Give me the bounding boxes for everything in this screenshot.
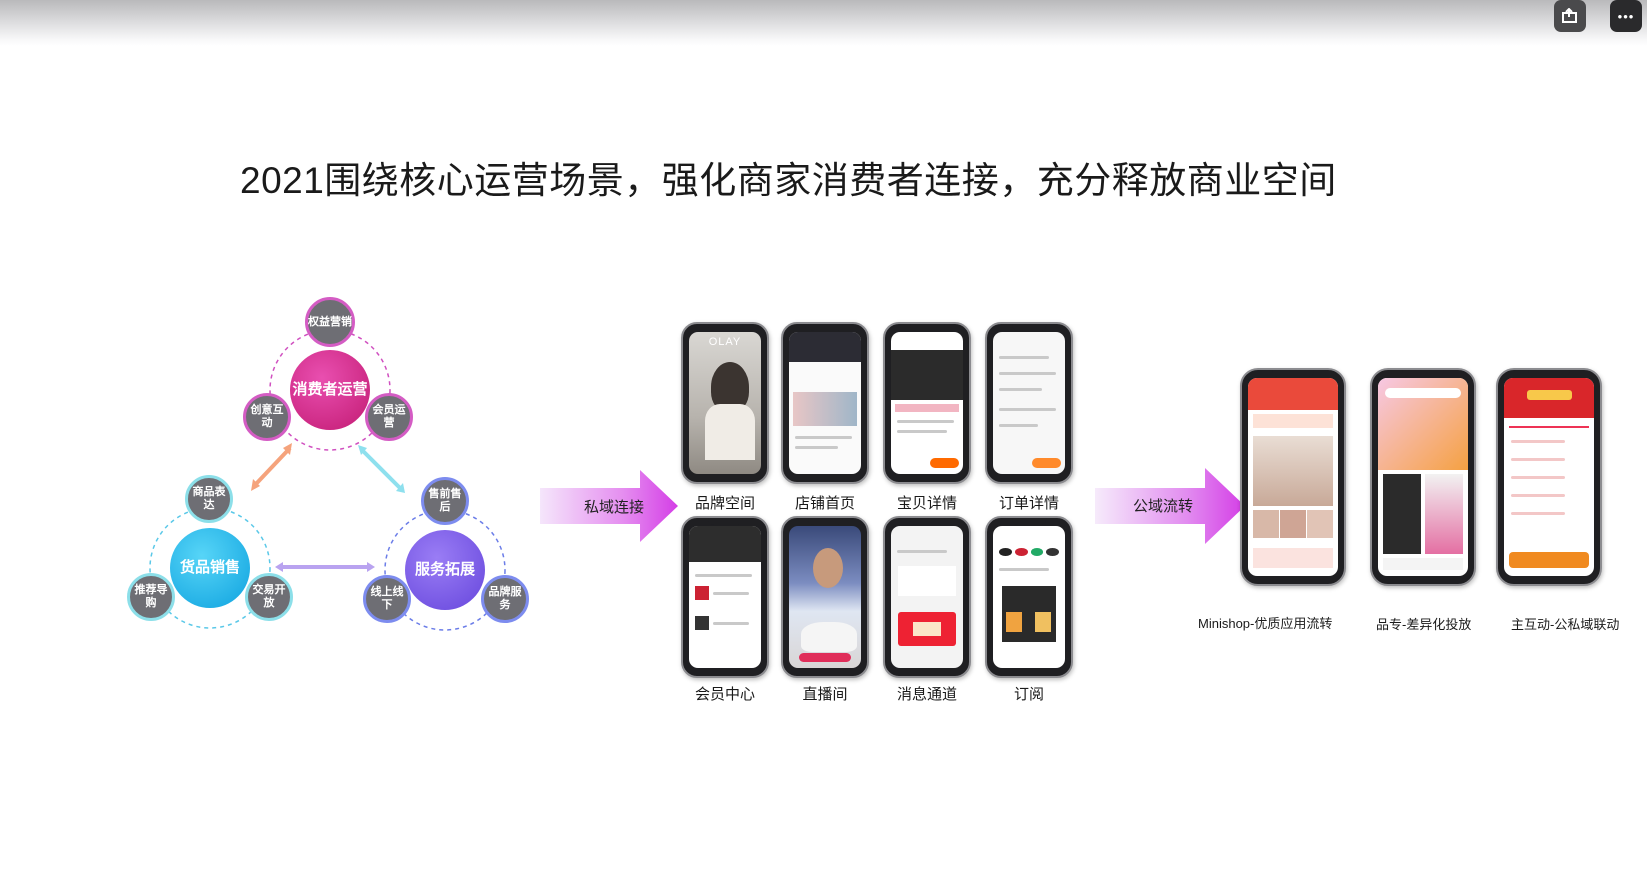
share-icon (1562, 8, 1577, 23)
pre-after-sale-node: 售前售后 (421, 477, 469, 525)
label-order-detail: 订单详情 (999, 495, 1060, 512)
open-trade-node: 交易开放 (245, 573, 293, 621)
label-brand-zone: 品专-差异化投放 (1376, 617, 1472, 632)
label-item-detail: 宝贝详情 (897, 495, 958, 512)
label-message-channel: 消息通道 (897, 686, 958, 703)
phone-message-channel (883, 516, 971, 678)
online-offline-node: 线上线下 (363, 575, 411, 623)
share-button[interactable] (1554, 0, 1586, 32)
brand-service-node: 品牌服务 (481, 575, 529, 623)
recommend-guide-node: 推荐导购 (127, 573, 175, 621)
private-connect-arrow (540, 470, 678, 542)
label-brand-space: 品牌空间 (695, 495, 756, 512)
public-flow-arrow (1095, 468, 1245, 544)
private-connect-label: 私域连接 (584, 499, 645, 516)
phone-brand-space: OLAY (681, 322, 769, 484)
creative-interaction-node: 创意互动 (243, 393, 291, 441)
product-expression-node: 商品表达 (185, 475, 233, 523)
more-button[interactable]: ••• (1610, 0, 1642, 32)
more-icon: ••• (1617, 8, 1635, 24)
phone-live-room (781, 516, 869, 678)
olay-logo: OLAY (708, 336, 742, 348)
label-member-center: 会员中心 (695, 686, 756, 703)
label-live-room: 直播间 (802, 686, 848, 703)
member-operation-node: 会员运营 (365, 393, 413, 441)
consumer-operation-node: 消费者运营 (290, 350, 370, 430)
slide-title: 2021围绕核心运营场景，强化商家消费者连接，充分释放商业空间 (240, 160, 1337, 201)
operations-diagram: 消费者运营 权益营销 创意互动 会员运营 货品销售 商品表达 推荐导购 交易开放… (125, 297, 545, 660)
phone-store-home (781, 322, 869, 484)
phone-subscribe (985, 516, 1073, 678)
label-minishop: Minishop-优质应用流转 (1198, 616, 1333, 631)
label-main-interaction: 主互动-公私域联动 (1511, 617, 1620, 632)
phone-minishop (1240, 368, 1346, 586)
phone-member-center (681, 516, 769, 678)
service-expansion-node: 服务拓展 (405, 530, 485, 610)
phone-order-detail (985, 322, 1073, 484)
phone-brand-zone (1370, 368, 1476, 586)
rights-marketing-node: 权益营销 (305, 297, 355, 347)
phone-item-detail (883, 322, 971, 484)
phone-main-interaction (1496, 368, 1602, 586)
window-top-bar (0, 0, 1647, 46)
public-flow-label: 公域流转 (1133, 498, 1194, 515)
label-store-home: 店铺首页 (795, 495, 856, 512)
label-subscribe: 订阅 (1013, 686, 1044, 703)
goods-sales-node: 货品销售 (170, 528, 250, 608)
